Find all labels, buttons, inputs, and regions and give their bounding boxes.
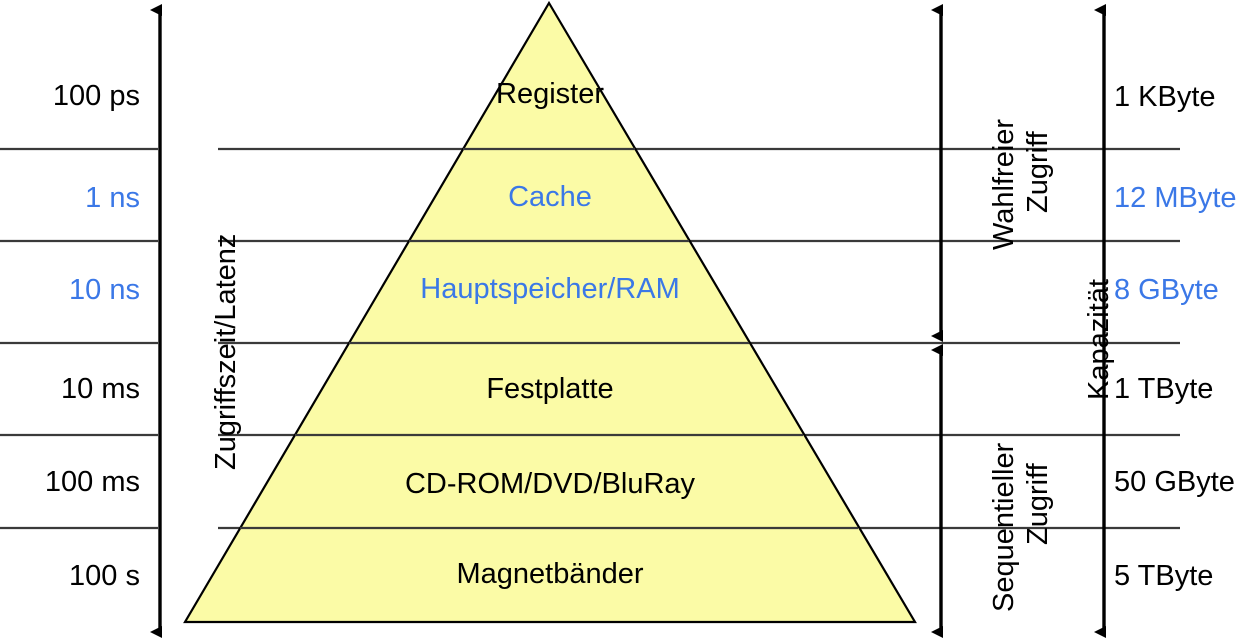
capacity-axis-label: Kapazität: [1083, 279, 1115, 400]
latency-value-ram: 10 ns: [69, 274, 140, 306]
latency-value-register: 100 ps: [52, 80, 140, 112]
tier-label-optical: CD-ROM/DVD/BluRay: [404, 468, 696, 500]
sequential-access-label-line1: Sequentieller: [988, 442, 1020, 612]
capacity-value-harddisk: 1 TByte: [1114, 373, 1214, 405]
capacity-value-cache: 12 MByte: [1114, 182, 1237, 214]
pyramid-shape: [183, 0, 917, 624]
capacity-value-ram: 8 GByte: [1114, 274, 1219, 306]
tier-label-ram: Hauptspeicher/RAM: [420, 273, 680, 305]
pyramid-tier-separators: [240, 147, 858, 530]
capacity-value-tape: 5 TByte: [1114, 560, 1214, 592]
random-access-label-line1: Wahlfreier: [988, 118, 1020, 250]
latency-value-optical: 100 ms: [44, 466, 140, 498]
capacity-value-register: 1 KByte: [1114, 81, 1216, 113]
random-access-label-line2: Zugriff: [1022, 131, 1054, 213]
tier-label-harddisk: Festplatte: [486, 373, 614, 405]
tier-label-register: Register: [496, 78, 604, 110]
divider-lines-left: [0, 147, 158, 530]
latency-value-harddisk: 10 ms: [61, 373, 140, 405]
latency-axis-label: Zugriffszeit/Latenz: [210, 233, 242, 470]
latency-value-cache: 1 ns: [85, 182, 140, 214]
tier-label-cache: Cache: [508, 181, 592, 213]
capacity-value-optical: 50 GByte: [1114, 466, 1235, 498]
tier-label-tape: Magnetbänder: [456, 558, 644, 590]
sequential-access-label-line2: Zugriff: [1022, 463, 1054, 545]
latency-value-tape: 100 s: [69, 560, 140, 592]
